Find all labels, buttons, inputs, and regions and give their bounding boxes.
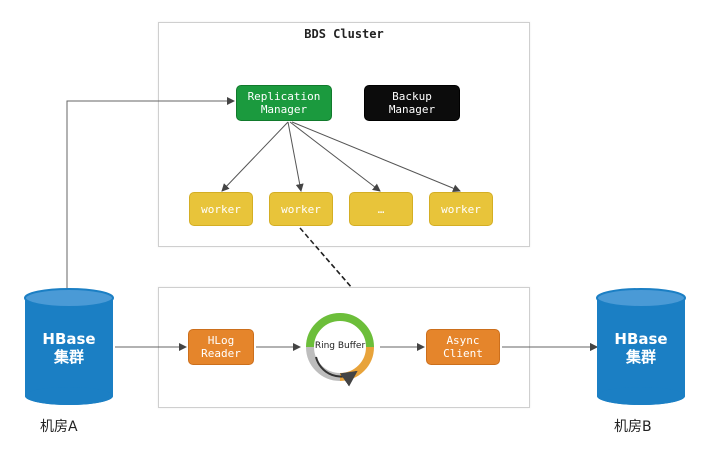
hbase-a: HBase 集群 — [25, 330, 113, 370]
hlog-reader-node: HLog Reader — [188, 329, 254, 365]
worker-node-ellipsis: … — [349, 192, 413, 226]
worker-node-4: worker — [429, 192, 493, 226]
replication-manager-node: Replication Manager — [236, 85, 332, 121]
room-b-label: 机房B — [614, 419, 652, 435]
async-client-node: Async Client — [426, 329, 500, 365]
hbase-a-label: HBase 集群 — [42, 330, 96, 366]
hbase-b: HBase 集群 — [597, 330, 685, 370]
backup-manager-node: Backup Manager — [364, 85, 460, 121]
worker-node-1: worker — [189, 192, 253, 226]
worker-node-2: worker — [269, 192, 333, 226]
room-a-label: 机房A — [40, 419, 78, 435]
cluster-title: BDS Cluster — [304, 27, 384, 41]
hbase-b-label: HBase 集群 — [614, 330, 668, 366]
ring-buffer-label: Ring Buffer — [314, 341, 366, 351]
